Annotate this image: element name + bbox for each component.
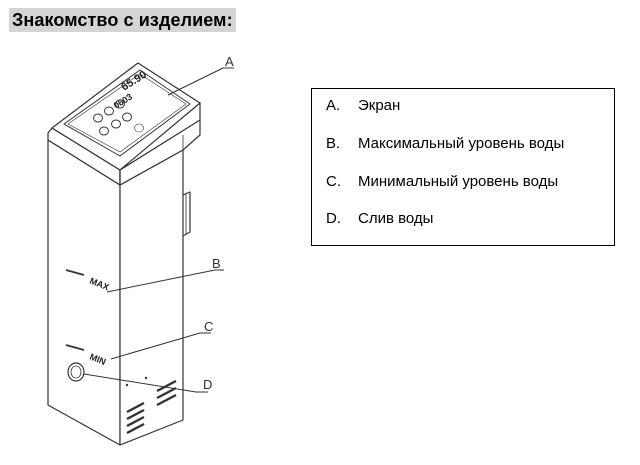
vent-slots [126,379,177,435]
legend-key: C. [326,173,341,190]
control-button [93,113,103,123]
control-button [134,123,144,133]
callout-d: D [203,377,212,392]
callout-letters: A B C D [203,54,234,392]
callout-c: C [204,319,213,334]
legend-box: A. Экран B. Максимальный уровень воды C. Ми… [311,88,615,246]
water-drain [67,362,148,387]
control-button [99,126,109,136]
legend-item-drain: D. Слив воды [326,210,433,228]
legend-item-min-level: C. Минимальный уровень воды [326,173,558,191]
callout-leaders [83,67,234,393]
legend-text: Слив воды [358,210,434,227]
legend-text: Максимальный уровень воды [358,135,565,152]
control-button [122,112,132,122]
legend-item-max-level: B. Максимальный уровень воды [326,135,564,153]
control-button [104,106,114,116]
legend-key: B. [326,135,341,152]
control-button [111,119,121,129]
control-buttons [93,99,144,136]
callout-a: A [225,54,234,69]
legend-text: Экран [358,97,401,114]
control-button [115,99,125,109]
legend-key: D. [326,210,341,227]
callout-b: B [212,256,221,271]
legend-key: A. [326,97,341,114]
page-title: Знакомство с изделием: [9,8,236,32]
legend-text: Минимальный уровень воды [358,173,559,190]
legend-item-screen: A. Экран [326,97,400,115]
